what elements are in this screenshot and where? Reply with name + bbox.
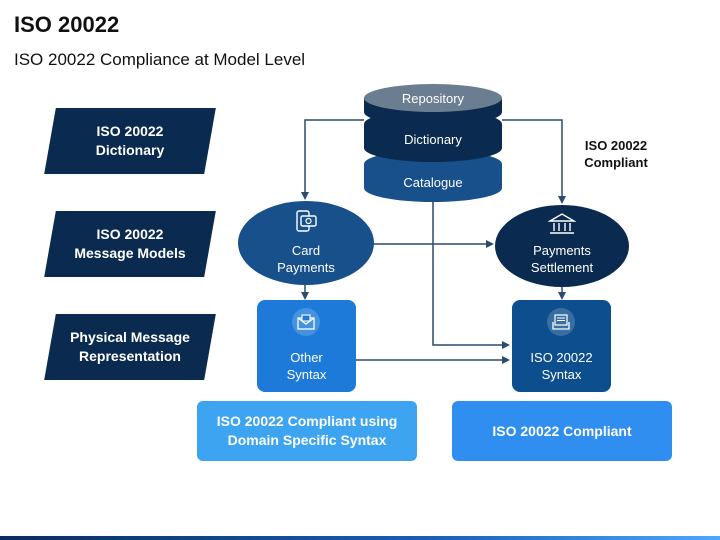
- level-label-dictionary: ISO 20022 Dictionary: [44, 108, 216, 174]
- footer-bar: [0, 536, 720, 540]
- document-icon: [547, 308, 575, 336]
- level-label-text: Physical Message Representation: [70, 329, 190, 364]
- payments-settlement-node: [495, 205, 629, 287]
- compliant-note: ISO 20022 Compliant: [584, 138, 648, 170]
- connector-catalogue-iso: [432, 202, 510, 349]
- level-label-physical: Physical Message Representation: [44, 314, 216, 380]
- page-title: ISO 20022: [14, 12, 120, 37]
- connector-repo-card: [301, 119, 364, 200]
- card-payment-icon: [292, 210, 318, 239]
- repository-cylinder: [364, 84, 502, 202]
- connector-repo-settlement: [502, 119, 566, 204]
- page-subtitle: ISO 20022 Compliance at Model Level: [14, 50, 306, 69]
- outcome-compliant: ISO 20022 Compliant: [452, 401, 672, 461]
- card-payments-node: [238, 201, 374, 285]
- card-payments-label: Card Payments: [277, 243, 335, 275]
- other-syntax-label: Other Syntax: [286, 350, 327, 382]
- level-label-message-models: ISO 20022 Message Models: [44, 211, 216, 277]
- level-label-text: ISO 20022 Dictionary: [95, 123, 165, 158]
- iso-syntax-label: ISO 20022 Syntax: [530, 350, 593, 382]
- payments-settlement-label: Payments Settlement: [530, 243, 594, 275]
- repository-label: Repository: [401, 91, 465, 106]
- catalogue-label: Catalogue: [403, 175, 463, 190]
- level-label-text: ISO 20022 Message Models: [74, 226, 186, 261]
- dictionary-label: Dictionary: [404, 132, 462, 147]
- envelope-icon: [292, 308, 320, 336]
- outcome-domain-specific: ISO 20022 Compliant using Domain Specifi…: [197, 401, 417, 461]
- bank-icon: [547, 212, 577, 241]
